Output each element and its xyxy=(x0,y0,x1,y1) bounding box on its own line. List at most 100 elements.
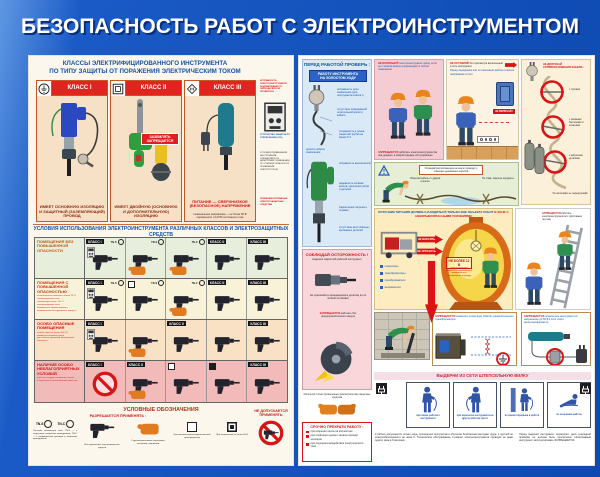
divider xyxy=(33,224,289,225)
drill-icon xyxy=(132,292,159,313)
source-item: выпрямители xyxy=(380,286,401,289)
right-panel: ПЕРЕД РАБОТОЙ ПРОВЕРЬ : РАБОТУ ИНСТРУМЕН… xyxy=(299,56,594,465)
check-label: закрепление патрона и оправки xyxy=(339,206,367,213)
drill-icon xyxy=(91,251,118,272)
unplug-picto-1: при смене рабочего инструмента xyxy=(406,382,450,428)
no-leave-note: Перед перерывом или по окончании работы … xyxy=(450,69,515,76)
stop-item: при ощущении воздействия электрического … xyxy=(306,442,368,448)
cable-contact-panel: НЕ ДОПУСКАЙ СОПРИКОСНОВЕНИЯ КАБЕЛЯ : с т… xyxy=(521,59,591,205)
class3-label: КЛАСС III xyxy=(200,81,255,95)
left-panel: КЛАССЫ ЭЛЕКТРИФИЦИРОВАННОГО ИНСТРУМЕНТА … xyxy=(29,56,293,465)
cable-contact-item: с газовыми баллонами и шлангами xyxy=(569,118,584,127)
caution-header: СОБЛЮДАЙ ОСТОРОЖНОСТЬ ! xyxy=(305,252,369,257)
low-voltage-symbol-icon xyxy=(227,422,237,432)
drill-icon xyxy=(172,374,199,395)
legend-title: УСЛОВНЫЕ ОБОЗНАЧЕНИЯ xyxy=(123,407,199,413)
worker-pictogram-icon xyxy=(416,386,440,414)
class2-caption: ИМЕЕТ ДВОЙНУЮ (ОСНОВНУЮ И ДОПОЛНИТЕЛЬНУЮ… xyxy=(114,204,178,219)
tn-s-mark: TN-S xyxy=(151,239,165,245)
table-row: ПОМЕЩЕНИЯ С ПОВЫШЕННОЙ ОПАСНОСТЬЮ относи… xyxy=(35,279,287,320)
legend-drill-item: Без применения электрозащитных средств xyxy=(81,420,123,450)
left-header-line1: КЛАССЫ ЭЛЕКТРИФИЦИРОВАННОГО ИНСТРУМЕНТА xyxy=(62,60,228,67)
unplug-header: ВЫДЕРНИ ИЗ СЕТИ ШТЕПСЕЛЬНУЮ ВИЛКУ xyxy=(374,372,591,380)
cable-guard-note: Ограждай расположенную на земле проводку… xyxy=(419,165,483,175)
idle-run-badge: РАБОТУ ИНСТРУМЕНТА НА ХОЛОСТОМ ХОДУ xyxy=(309,70,367,82)
no-use-text: НЕ ИСПОЛЬЗУЙ электроинструмент сразу, ес… xyxy=(378,62,437,72)
cable-contact-item: с нагретыми деталями xyxy=(569,154,583,160)
class3-card: КЛАСС III ПИТАНИЕ — СВЕРХНИЗКОЕ (БЕЗОПАС… xyxy=(184,80,256,222)
do-not-lower-arrow: НЕ ОПУСКАТЬ xyxy=(417,247,443,256)
ban2-text: ЗАПРЕЩАЕТСЯ подключать инструмент на нап… xyxy=(524,314,578,324)
arrow-right-icon xyxy=(505,62,517,68)
class3-caption: ПИТАНИЕ — СВЕРХНИЗКОЕ (БЕЗОПАСНОЕ) НАПРЯ… xyxy=(189,198,251,209)
row-label-cell: НАЛИЧИЕ ОСОБО НЕБЛАГОПРИЯТНЫХ УСЛОВИЙ ра… xyxy=(35,361,85,402)
do-not-bring-arrow: НЕ ВНОСИТЬ xyxy=(417,235,443,244)
check-label: целость кабеля заземления xyxy=(306,148,325,155)
gloves-note: Используй только проверенные диэлектриче… xyxy=(302,393,372,422)
tank-scene: НЕ БОЛЕЕ 12 В в металлических емкостях с… xyxy=(439,217,513,311)
unplug-symbol-icon xyxy=(580,383,591,395)
earth-symbol-icon xyxy=(37,81,52,96)
caution-note-3: ЗАПРЕЩАЕТСЯ работать без предохранительн… xyxy=(319,312,357,319)
rcd-icon xyxy=(87,247,95,258)
drill-icon xyxy=(91,333,118,354)
plug-cable-illustration xyxy=(308,85,333,146)
power-source-panel: ИСТОЧНИК ПИТАНИЯ ДОЛЖЕН НАХОДИТЬСЯ ТОЛЬК… xyxy=(374,208,513,323)
tn-s-mark: TN-S xyxy=(36,420,53,428)
tn-s-mark: TN-S xyxy=(111,280,124,286)
class2-card: КЛАСС II ЗАЗЕМЛЯТЬ ЗАПРЕЩАЕТСЯ ИМЕЕТ ДВО… xyxy=(110,80,182,222)
drill-icon xyxy=(263,428,279,440)
prohibited-drill-sign xyxy=(258,420,284,446)
dashed-line xyxy=(479,122,509,123)
ladder-warning: ЗАПРЕЩАЕТСЯ работать электроинструментом… xyxy=(542,212,583,221)
diamond-symbol-icon xyxy=(185,81,200,96)
usage-cell xyxy=(207,361,248,402)
class3-card-header: КЛАСС III xyxy=(185,81,255,96)
caution-note-2: Не прикасайся к вращающимся деталям до и… xyxy=(309,294,367,301)
gloves-caption: Используй только проверенные диэлектриче… xyxy=(303,393,371,399)
ladder-illustration xyxy=(525,224,583,309)
legend-voltage-item: При напряжении не более 50 В xyxy=(215,420,249,437)
ban-transformer-box: ЗАПРЕЩАЕТСЯ заземлять вторичную обмотку … xyxy=(432,312,517,366)
rcd-icon xyxy=(87,329,95,340)
left-side-column: ИСПРАВНОСТЬ ЭЛЕКТРОИНСТРУМЕНТА ПОДТВЕРЖД… xyxy=(260,80,291,224)
usage-cell: КЛАСС I xyxy=(85,320,126,360)
side-note-top: ИСПРАВНОСТЬ ЭЛЕКТРОИНСТРУМЕНТА ПОДТВЕРЖД… xyxy=(260,80,287,93)
class2-card-header: КЛАСС II xyxy=(111,81,181,96)
check-label: исправность цепи заземления (для инструм… xyxy=(337,88,364,98)
usage-cell: TN-C xyxy=(166,238,207,278)
drill-icon xyxy=(213,292,240,313)
no-leave-panel: НЕ ОСТАВЛЯЙ без присмотра включенный в с… xyxy=(446,59,519,160)
caution-panel: СОБЛЮДАЙ ОСТОРОЖНОСТЬ ! Надежно закрепля… xyxy=(302,249,372,390)
drill-icon xyxy=(213,374,240,395)
check-label: отсутствие выступающих крепежных деталей xyxy=(339,226,370,233)
usage-cell: КЛАСС III xyxy=(247,238,287,278)
class2-label: КЛАСС II xyxy=(126,81,181,95)
stop-item: при искрении щеток на коллекторе xyxy=(306,430,368,434)
cable-protect-panel: Ограждай расположенную на земле проводку… xyxy=(374,162,519,206)
cable-contact-item: с тросами xyxy=(569,88,581,91)
power-cabinet xyxy=(496,82,514,106)
table-row: НАЛИЧИЕ ОСОБО НЕБЛАГОПРИЯТНЫХ УСЛОВИЙ ра… xyxy=(35,361,287,402)
usage-cell: КЛАСС III xyxy=(247,361,287,402)
class1-card: КЛАСС I ИМЕЕТ ОСНОВНУЮ ИЗОЛЯЦИЮ И ЗАЩИТН… xyxy=(36,80,108,222)
stop-work-box: СРОЧНО ПРЕКРАТИ РАБОТУ : при искрении ще… xyxy=(302,422,372,462)
glove-icon xyxy=(169,305,186,317)
ban1-text: ЗАПРЕЩАЕТСЯ заземлять вторичную обмотку … xyxy=(435,314,514,321)
left-header-line2: ПО ТИПУ ЗАЩИТЫ ОТ ПОРАЖЕНИЯ ЭЛЕКТРИЧЕСКИ… xyxy=(49,67,241,75)
class2-tools-illustration xyxy=(129,99,171,181)
poster-title: БЕЗОПАСНОСТЬ РАБОТ С ЭЛЕКТРОИНСТРУМЕНТОМ xyxy=(21,15,579,38)
caution-note-1: Надежно закрепляй рабочий инструмент xyxy=(312,258,362,261)
legend-transformer-item: При питании через разделительный трансфо… xyxy=(173,420,211,440)
usage-cell: TN-S xyxy=(126,279,167,319)
worker-pictogram-icon xyxy=(510,387,534,412)
side-note-bottom: ПРИМЕНЯЙ ИСПРАВНЫЕ ЭЛЕКТРОЗАЩИТНЫЕ СРЕДС… xyxy=(260,198,288,206)
no-use-warning: ЗАПРЕЩАЕТСЯ работать электроинструментом… xyxy=(378,150,438,157)
tn-c-mark: TN-C xyxy=(57,420,75,428)
class1-caption: ИМЕЕТ ОСНОВНУЮ ИЗОЛЯЦИЮ И ЗАЩИТНЫЙ (ЗАЗЕ… xyxy=(39,204,105,219)
usage-cell: КЛАСС I xyxy=(85,361,126,402)
tool-circuit-illustration xyxy=(528,332,587,365)
legend-tn-item: TN-S TN-C Системы заземления сети: TN-S … xyxy=(33,420,77,441)
